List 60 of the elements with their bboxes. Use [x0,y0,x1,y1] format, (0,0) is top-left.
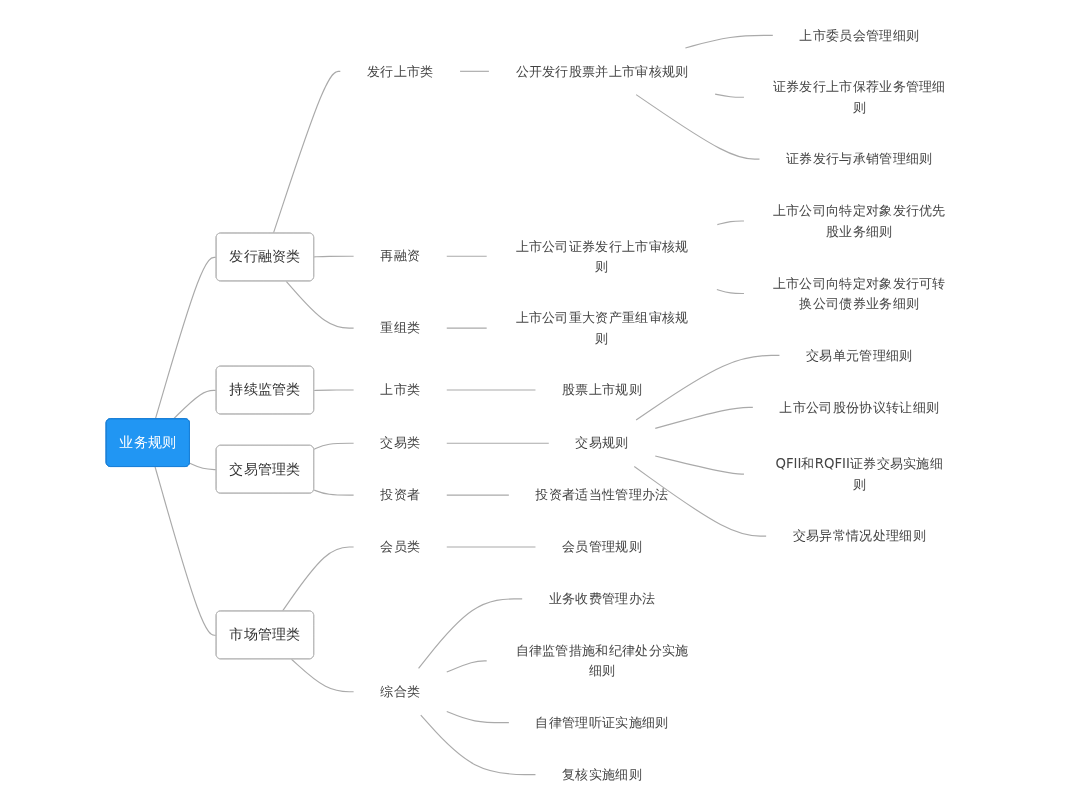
connector [445,389,536,391]
connector [417,598,523,670]
node-text: 交易规则 [575,435,629,452]
node-text: 交易异常情况处理细则 [792,527,926,544]
connector [154,256,217,420]
node-text: 上市公司证券发行上市审核规则 [515,238,689,275]
connector [290,658,354,693]
connector [285,280,354,329]
connector [419,714,536,776]
node-text: 上市公司向特定对象发行优先股业务细则 [772,202,946,239]
node-text: 交易单元管理细则 [805,347,913,364]
node-text: 自律管理听证实施细则 [535,714,669,731]
connector [445,710,510,724]
connector [684,34,773,49]
node-text: 会员类 [379,538,420,555]
connector [281,546,354,612]
node-text: 复核实施细则 [561,766,642,783]
node-text: 上市公司向特定对象发行可转换公司债券业务细则 [772,275,946,312]
node-text: 再融资 [379,248,420,265]
connector [172,389,217,420]
node-text: 发行上市类 [366,63,434,80]
node-text: 证券发行与承销管理细则 [785,150,933,167]
connector [716,220,745,226]
node-text: 会员管理规则 [561,538,642,555]
connector [313,255,354,258]
connector [445,442,549,444]
connector [313,442,354,450]
connector [313,389,354,392]
connector [445,546,536,548]
node-text: 上市类 [379,381,420,398]
connector [313,489,354,496]
connector [445,660,487,673]
node-text: 自律监管措施和纪律处分实施细则 [515,642,689,679]
connector [459,70,490,72]
connector [154,466,217,636]
connector [445,255,487,257]
node-text: 投资者 [379,486,420,503]
node-text: QFII和RQFII证券交易实施细则 [775,456,943,492]
node-text: 上市公司股份协议转让细则 [779,399,939,416]
connector [714,93,745,98]
node-text: 上市公司重大资产重组审核规则 [515,309,689,346]
node-text: 交易类 [379,435,420,452]
connector [654,455,745,475]
connector [635,94,760,160]
node-text: 股票上市规则 [561,381,642,398]
node-text: 业务收费管理办法 [548,590,655,607]
node-text: 证券发行上市保荐业务管理细则 [772,79,946,116]
node-text: 投资者适当性管理办法 [535,486,669,503]
connector [445,327,487,329]
connector [633,465,767,537]
connector [715,288,745,295]
connector [654,406,754,429]
node-text: 上市委员会管理细则 [799,27,919,44]
node-text: 公开发行股票并上市审核规则 [515,63,689,80]
connector [635,354,780,421]
connector [445,494,510,496]
connector [272,70,341,234]
connector [188,462,217,471]
node-text: 重组类 [379,319,420,336]
node-text: 综合类 [379,683,420,700]
